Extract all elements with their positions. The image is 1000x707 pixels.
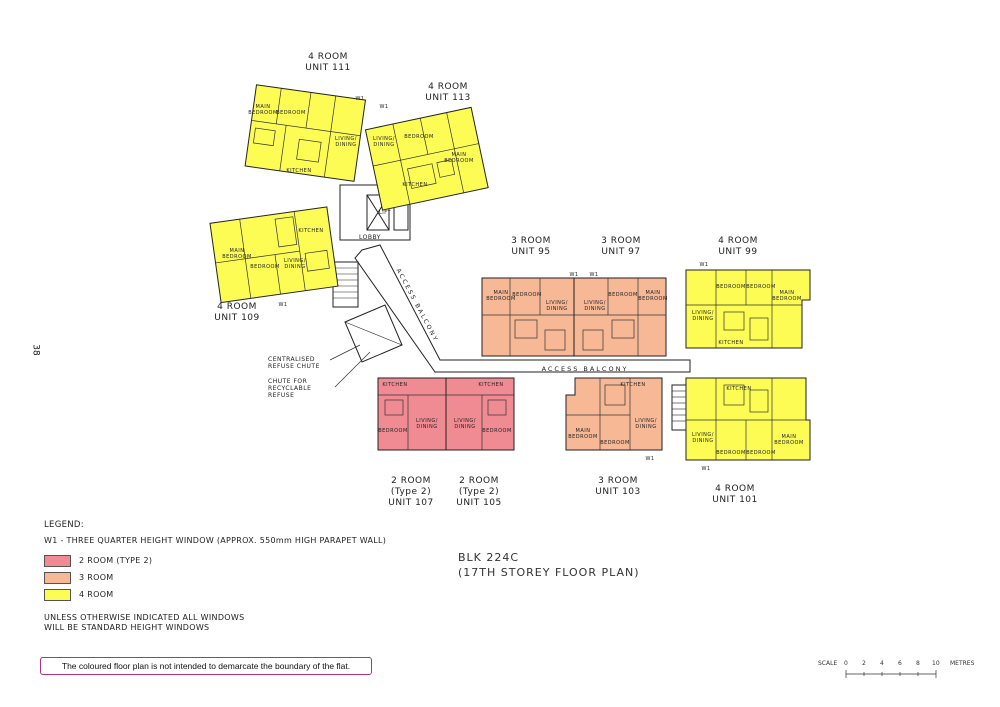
scale-bar [845,670,937,678]
room-label: KITCHEN [726,386,752,392]
legend-item-3-room: 3 ROOM [44,569,386,586]
room-label: KITCHEN [382,382,408,388]
room-label: KITCHEN [402,182,428,188]
room-label: BEDROOM [716,450,746,456]
room-label: BEDROOM [250,264,280,270]
unit-99-shape [685,269,811,349]
room-label: MAIN BEDROOM [248,104,278,116]
room-label: LIVING/ DINING [546,300,568,312]
room-label: BEDROOM [276,110,306,116]
label-unit-107: 2 ROOM(Type 2)UNIT 107 [388,476,434,508]
room-label: BEDROOM [512,292,542,298]
w1-marker: W1 [278,302,288,308]
legend-item-4-room: 4 ROOM [44,586,386,603]
label-unit-105: 2 ROOM(Type 2)UNIT 105 [456,476,502,508]
legend-item-2-room: 2 ROOM (TYPE 2) [44,552,386,569]
label-lift: LIFT [378,210,392,216]
w1-marker: W1 [355,96,365,102]
w1-marker: W1 [701,466,711,472]
legend-swatch-2-room [44,554,71,567]
legend-standard-note: UNLESS OTHERWISE INDICATED ALL WINDOWS W… [44,613,245,632]
unit-103-shape [565,377,663,451]
room-label: BEDROOM [716,284,746,290]
unit-111-shape [244,84,367,182]
room-label: MAIN BEDROOM [486,290,516,302]
label-access-balcony: ACCESS BALCONY [541,365,629,373]
room-label: LIVING/ DINING [635,418,657,430]
legend: LEGEND: W1 - THREE QUARTER HEIGHT WINDOW… [44,520,386,633]
legend-w1-note: W1 - THREE QUARTER HEIGHT WINDOW (APPROX… [44,536,387,545]
w1-marker: W1 [645,456,655,462]
room-label: BEDROOM [600,440,630,446]
block-subtitle: (17TH STOREY FLOOR PLAN) [458,566,640,579]
room-label: MAIN BEDROOM [774,434,804,446]
block-title: BLK 224C (17TH STOREY FLOOR PLAN) [458,550,640,580]
label-lobby: LOBBY [359,234,381,241]
room-label: BEDROOM [482,428,512,434]
label-refuse-chute: CENTRALISED REFUSE CHUTE [268,356,320,370]
unit-101-shape [685,377,811,461]
room-label: KITCHEN [298,228,324,234]
legend-swatch-3-room [44,571,71,584]
room-label: MAIN BEDROOM [638,290,668,302]
access-balcony-corridor [354,244,691,373]
room-label: KITCHEN [620,382,646,388]
unit-107-105-shape [377,377,515,451]
w1-marker: W1 [569,272,579,278]
room-label: MAIN BEDROOM [568,428,598,440]
room-label: KITCHEN [718,340,744,346]
room-label: BEDROOM [608,292,638,298]
room-label: LIVING/ DINING [584,300,606,312]
room-label: LIVING/ DINING [692,310,714,322]
room-label: LIVING/ DINING [335,136,357,148]
w1-marker: W1 [589,272,599,278]
room-label: BEDROOM [378,428,408,434]
disclaimer-note: The coloured floor plan is not intended … [40,657,372,675]
room-label: BEDROOM [746,450,776,456]
unit-109-shape [209,206,339,304]
unit-113-shape [364,106,489,211]
room-label: LIVING/ DINING [454,418,476,430]
room-label: LIVING/ DINING [416,418,438,430]
room-label: MAIN BEDROOM [222,248,252,260]
w1-marker: W1 [699,262,709,268]
room-label: MAIN BEDROOM [772,290,802,302]
room-label: LIVING/ DINING [692,432,714,444]
label-recyclable-chute: CHUTE FOR RECYCLABLE REFUSE [268,378,312,399]
room-label: MAIN BEDROOM [444,152,474,164]
legend-title: LEGEND: [44,520,84,530]
room-label: LIVING/ DINING [373,136,395,148]
room-label: BEDROOM [404,134,434,140]
room-label: KITCHEN [478,382,504,388]
unit-95-97-shape [481,277,667,357]
page-number: 38 [30,344,41,356]
room-label: KITCHEN [286,168,312,174]
legend-swatch-4-room [44,588,71,601]
w1-marker: W1 [379,104,389,110]
room-label: BEDROOM [746,284,776,290]
room-label: LIVING/ DINING [284,258,306,270]
block-name: BLK 224C [458,551,520,564]
